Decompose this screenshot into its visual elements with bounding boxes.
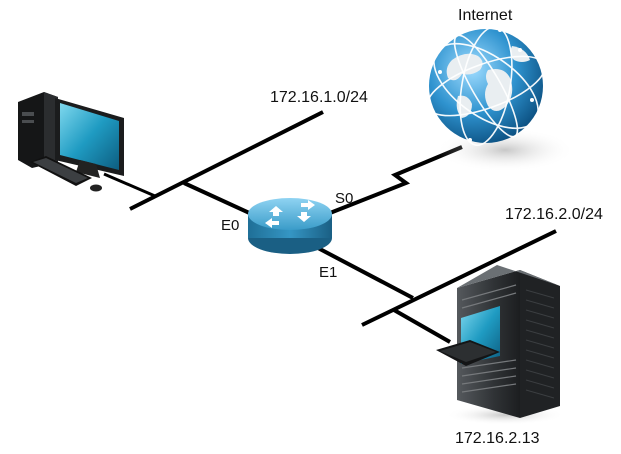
server-rack-icon	[436, 265, 565, 425]
internet-globe-icon	[426, 25, 575, 172]
interface-e1-label: E1	[319, 264, 337, 281]
pc-drop-line	[103, 172, 156, 198]
desktop-computer-icon	[18, 92, 124, 192]
server-ip-label: 172.16.2.13	[455, 430, 540, 447]
network1-label: 172.16.1.0/24	[270, 89, 368, 106]
lan1-segment	[129, 110, 324, 211]
s0-serial-link	[329, 145, 463, 215]
e0-link	[183, 181, 257, 218]
interface-e0-label: E0	[221, 217, 239, 234]
server-drop-line	[393, 308, 451, 344]
router-icon	[248, 198, 332, 254]
internet-label: Internet	[458, 7, 513, 24]
interface-s0-label: S0	[335, 190, 353, 207]
e1-link	[317, 246, 414, 300]
network2-label: 172.16.2.0/24	[505, 206, 603, 223]
network-links	[103, 110, 557, 344]
lan2-segment	[361, 229, 557, 327]
